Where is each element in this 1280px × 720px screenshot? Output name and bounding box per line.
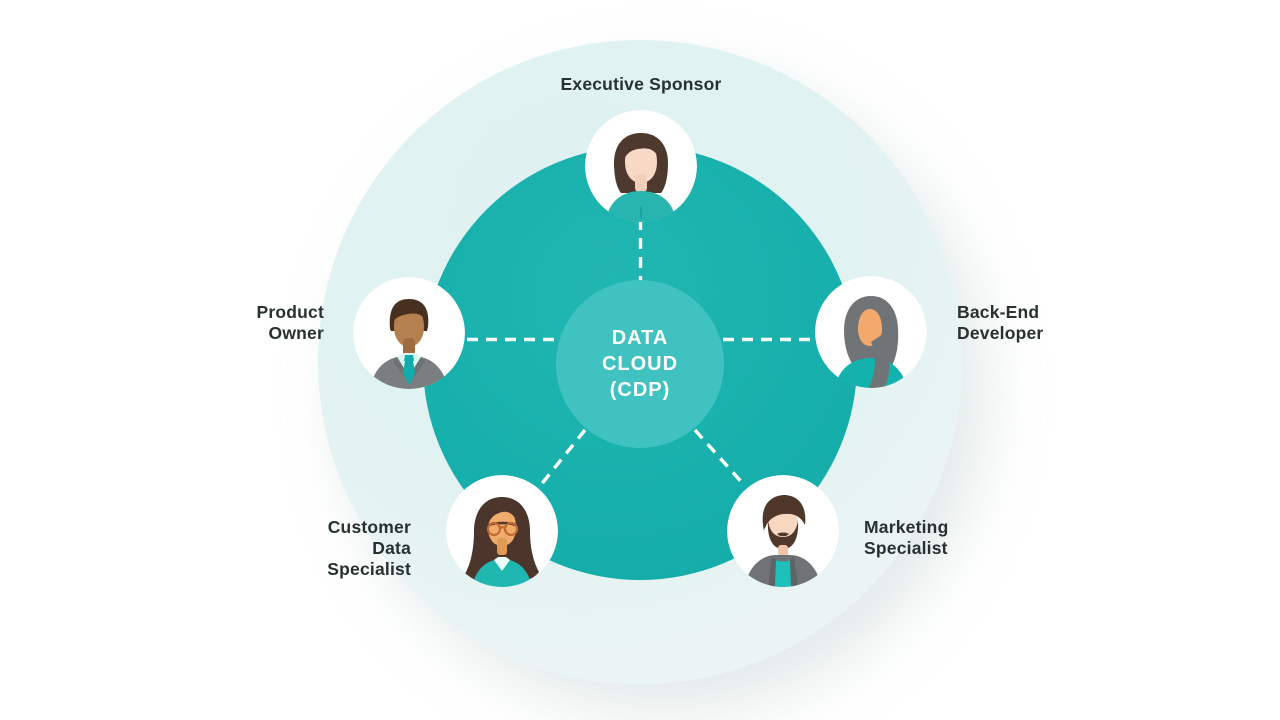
- customer-data-specialist-avatar-icon: [446, 475, 558, 587]
- label-line: Executive Sponsor: [560, 74, 722, 94]
- avatar-circle-back-end-developer: [815, 276, 927, 388]
- label-line: Customer: [327, 517, 411, 537]
- label-marketing-specialist: Marketing Specialist: [864, 517, 1044, 559]
- label-line: Data: [372, 538, 411, 558]
- hub-title-line: CLOUD: [601, 353, 679, 375]
- avatar-circle-executive-sponsor: [585, 110, 697, 222]
- marketing-specialist-avatar-icon: [727, 475, 839, 587]
- avatar-circle-customer-data-specialist: [446, 475, 558, 587]
- label-product-owner: Product Owner: [164, 302, 324, 344]
- avatar-circle-product-owner: [353, 277, 465, 389]
- back-end-developer-avatar-icon: [815, 276, 927, 388]
- label-executive-sponsor: Executive Sponsor: [461, 74, 821, 95]
- label-line: Developer: [957, 323, 1044, 343]
- label-line: Back-End: [957, 302, 1040, 322]
- executive-sponsor-avatar-icon: [585, 110, 697, 222]
- hub-title-line: (CDP): [609, 379, 671, 401]
- label-back-end-developer: Back-End Developer: [957, 302, 1137, 344]
- label-line: Marketing: [864, 517, 949, 537]
- label-line: Owner: [268, 323, 324, 343]
- label-customer-data-specialist: Customer Data Specialist: [251, 517, 411, 580]
- hub-title-line: DATA: [611, 327, 669, 349]
- data-cloud-hub: DATA CLOUD (CDP): [556, 280, 724, 448]
- label-line: Specialist: [864, 538, 948, 558]
- label-line: Product: [256, 302, 324, 322]
- label-line: Specialist: [327, 559, 411, 579]
- product-owner-avatar-icon: [353, 277, 465, 389]
- avatar-circle-marketing-specialist: [727, 475, 839, 587]
